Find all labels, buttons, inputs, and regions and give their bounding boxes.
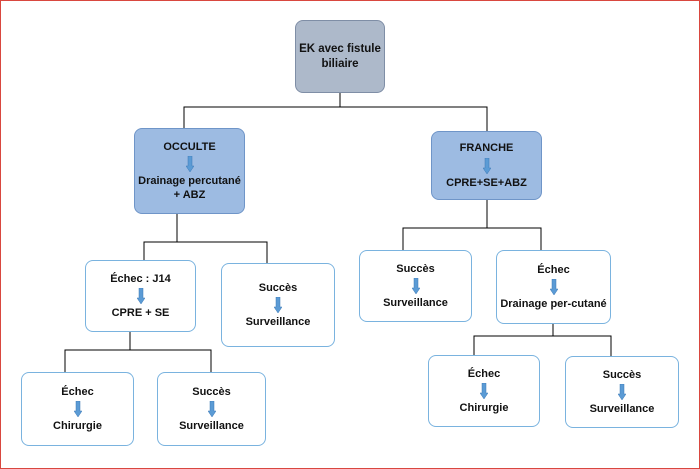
- down-arrow-icon: [185, 155, 194, 172]
- occ-echec-node: Échec : J14 CPRE + SE: [85, 260, 196, 332]
- fr2-succes-top: Succès: [602, 368, 642, 381]
- fr2-echec-bottom: Chirurgie: [459, 402, 509, 414]
- connector-fr-echec-branches: [473, 335, 612, 356]
- fr-echec-bottom: Drainage per-cutané: [500, 298, 607, 310]
- down-arrow-icon: [136, 288, 145, 304]
- fr-echec-node: Échec Drainage per-cutané: [496, 250, 611, 324]
- connector-occulte-branches: [143, 241, 268, 263]
- down-arrow-icon: [73, 401, 82, 417]
- occ-succes-top: Succès: [258, 281, 298, 294]
- occulte-node: OCCULTE Drainage percutané + ABZ: [134, 128, 245, 214]
- root-line2: biliaire: [321, 57, 359, 70]
- down-arrow-icon: [207, 401, 216, 417]
- down-arrow-icon: [618, 384, 626, 400]
- down-arrow-icon: [274, 297, 282, 313]
- fr2-succes-node: Succès Surveillance: [565, 356, 679, 428]
- occ2-echec-top: Échec: [61, 385, 94, 398]
- occ-echec-bottom: CPRE + SE: [111, 307, 170, 319]
- fr-succes-top: Succès: [396, 262, 435, 275]
- fr-succes-bottom: Surveillance: [383, 297, 448, 309]
- occulte-title: OCCULTE: [163, 140, 216, 153]
- franche-line1: CPRE+SE+ABZ: [446, 176, 527, 189]
- franche-title: FRANCHE: [459, 142, 514, 155]
- fr-echec-top: Échec: [537, 263, 570, 276]
- occulte-line2: + ABZ: [173, 189, 206, 202]
- fr2-echec-node: Échec Chirurgie: [428, 355, 540, 427]
- occ2-succes-top: Succès: [192, 385, 231, 398]
- connector-occ-echec-branches: [64, 349, 212, 372]
- connector-franche-branches: [402, 227, 542, 250]
- root-line1: EK avec fistule: [299, 42, 381, 55]
- fr2-succes-bottom: Surveillance: [589, 403, 655, 415]
- occ-succes-node: Succès Surveillance: [221, 263, 335, 347]
- franche-node: FRANCHE CPRE+SE+ABZ: [431, 131, 542, 200]
- down-arrow-icon: [482, 157, 491, 174]
- down-arrow-icon: [411, 278, 420, 294]
- occ2-echec-node: Échec Chirurgie: [21, 372, 134, 446]
- root-node: EK avec fistule biliaire: [295, 20, 385, 93]
- down-arrow-icon: [480, 383, 488, 399]
- down-arrow-icon: [549, 279, 558, 295]
- connector-root-branches: [183, 106, 488, 131]
- occ-succes-bottom: Surveillance: [245, 316, 311, 328]
- occ2-echec-bottom: Chirurgie: [53, 420, 102, 432]
- occulte-line1: Drainage percutané: [138, 174, 241, 187]
- occ2-succes-bottom: Surveillance: [179, 420, 244, 432]
- fr-succes-node: Succès Surveillance: [359, 250, 472, 322]
- fr2-echec-top: Échec: [467, 367, 501, 380]
- occ-echec-top: Échec : J14: [110, 272, 171, 285]
- occ2-succes-node: Succès Surveillance: [157, 372, 266, 446]
